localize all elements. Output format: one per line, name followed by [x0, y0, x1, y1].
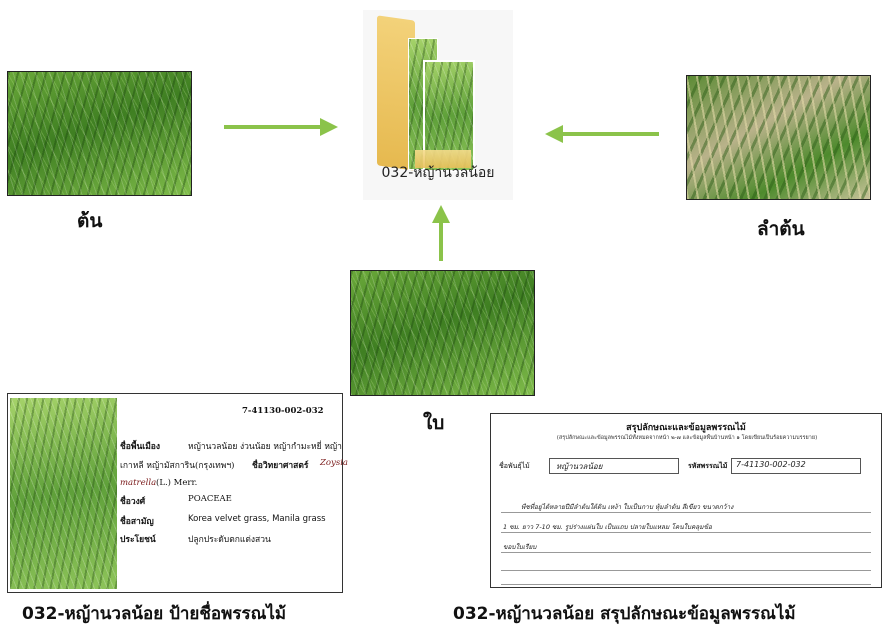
arrow-left: [545, 125, 659, 143]
arrow-right-head: [320, 118, 338, 136]
stem-label: ต้น: [77, 210, 103, 232]
code-key: รหัสพรรณไม้: [688, 462, 728, 470]
culm-label: ลำต้น: [757, 218, 805, 240]
folder-tile[interactable]: 032-หญ้านวลน้อย: [363, 10, 513, 200]
ruled-line-1: [501, 512, 871, 513]
use-key: ประโยชน์: [120, 535, 156, 545]
plant-label-card: 7-41130-002-032 ชื่อพื้นเมือง หญ้านวลน้อ…: [7, 393, 348, 593]
ruled-line-3: [501, 552, 871, 553]
plant-name-box: หญ้านวลน้อย: [549, 458, 679, 474]
folder-front-panel: [415, 150, 471, 168]
common-name-value: Korea velvet grass, Manila grass: [188, 514, 326, 524]
summary-sheet-caption: 032-หญ้านวลน้อย สรุปลักษณะข้อมูลพรรณไม้: [453, 604, 796, 624]
summary-title: สรุปลักษณะและข้อมูลพรรณไม้: [626, 423, 746, 433]
use-value: ปลูกประดับตกแต่งสวน: [188, 535, 271, 545]
leaf-image: [350, 270, 535, 396]
ruled-line-4: [501, 570, 871, 571]
sci-name-value: Zoysia: [320, 458, 348, 468]
sci-name-value-2: matrella: [120, 478, 157, 488]
folder-caption: 032-หญ้านวลน้อย: [381, 165, 495, 181]
local-name-value: หญ้านวลน้อย ง่วนน้อย หญ้ากำมะหยี่ หญ้า: [188, 442, 342, 452]
plant-name-value: หญ้านวลน้อย: [556, 462, 603, 471]
arrow-right: [224, 118, 338, 136]
ruled-line-2: [501, 532, 871, 533]
family-key: ชื่อวงศ์: [120, 497, 146, 507]
summary-line-3: ขอบใบเรียบ: [503, 543, 537, 551]
arrow-left-head: [545, 125, 563, 143]
local-name-value-2: เกาหลี หญ้ามัสการิน(กรุงเทพฯ): [120, 461, 235, 471]
common-name-key: ชื่อสามัญ: [120, 517, 154, 527]
summary-subtitle: (สรุปลักษณะและข้อมูลพรรณไม้ทั้งหมดจากหน้…: [556, 435, 818, 441]
ruled-line-5: [501, 584, 871, 585]
code-box: 7-41130-002-032: [731, 458, 861, 474]
label-card-photo: [10, 398, 117, 589]
plant-name-key: ชื่อพันธุ์ไม้: [499, 462, 530, 470]
code-value: 7-41130-002-032: [736, 460, 806, 469]
family-value: POACEAE: [188, 494, 232, 504]
leaf-label: ใบ: [423, 412, 445, 434]
local-name-key: ชื่อพื้นเมือง: [120, 442, 161, 452]
culm-image: [686, 75, 871, 200]
label-card-caption: 032-หญ้านวลน้อย ป้ายชื่อพรรณไม้: [22, 604, 287, 624]
sci-name-key: ชื่อวิทยาศาสตร์: [252, 461, 309, 471]
summary-line-2: 1 ซม. ยาว 7-10 ซม. รูปร่างแผ่นใบ เป็นแถบ…: [503, 523, 712, 531]
summary-sheet: สรุปลักษณะและข้อมูลพรรณไม้ (สรุปลักษณะแล…: [490, 413, 882, 588]
arrow-up: [432, 205, 450, 261]
label-card-code: 7-41130-002-032: [242, 406, 324, 416]
arrow-up-head: [432, 205, 450, 223]
summary-line-1: พืชที่อยู่ได้หลายปีมีลำต้นใต้ดิน เหง้า ใ…: [521, 503, 734, 511]
stem-image: [7, 71, 192, 196]
sci-name-author: (L.) Merr.: [156, 478, 198, 488]
